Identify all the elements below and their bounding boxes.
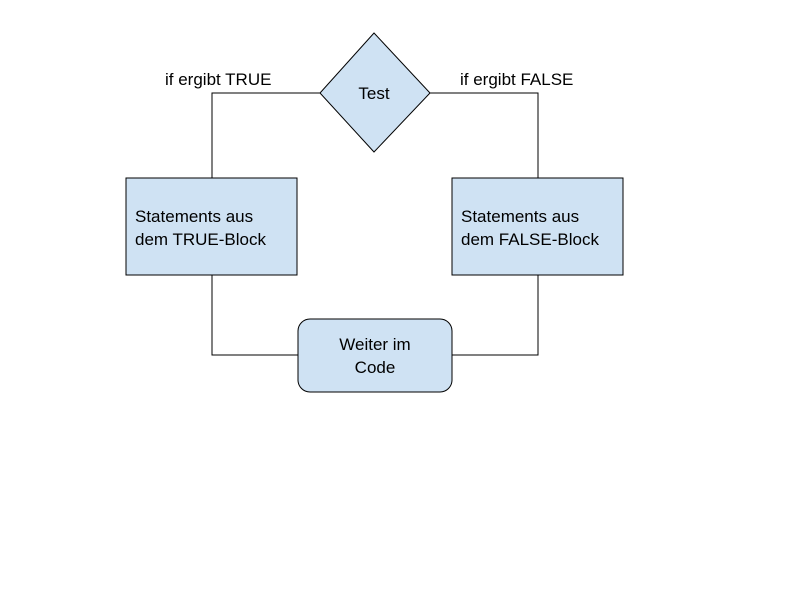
false-block-line-2: dem FALSE-Block xyxy=(461,230,599,249)
terminal-node-continue: Weiter im Code xyxy=(297,318,453,393)
connector-false-block-to-continue xyxy=(452,275,539,356)
connector-test-to-false-block xyxy=(430,92,539,178)
true-block-line-2: dem TRUE-Block xyxy=(135,230,266,249)
false-block-box xyxy=(451,177,624,276)
continue-line-2: Code xyxy=(355,358,396,377)
decision-diamond xyxy=(319,32,431,153)
connector-true-block-to-continue xyxy=(211,275,298,356)
continue-box xyxy=(297,318,453,393)
edge-label-true: if ergibt TRUE xyxy=(165,70,271,89)
process-node-true-block: Statements aus dem TRUE-Block xyxy=(125,177,298,276)
true-block-box xyxy=(125,177,298,276)
connector-test-to-true-block xyxy=(211,92,320,178)
edge-label-false: if ergibt FALSE xyxy=(460,70,573,89)
true-block-line-1: Statements aus xyxy=(135,207,253,226)
decision-node-test: Test xyxy=(319,32,431,153)
false-block-line-1: Statements aus xyxy=(461,207,579,226)
process-node-false-block: Statements aus dem FALSE-Block xyxy=(451,177,624,276)
decision-label: Test xyxy=(358,84,389,103)
continue-line-1: Weiter im xyxy=(339,335,410,354)
